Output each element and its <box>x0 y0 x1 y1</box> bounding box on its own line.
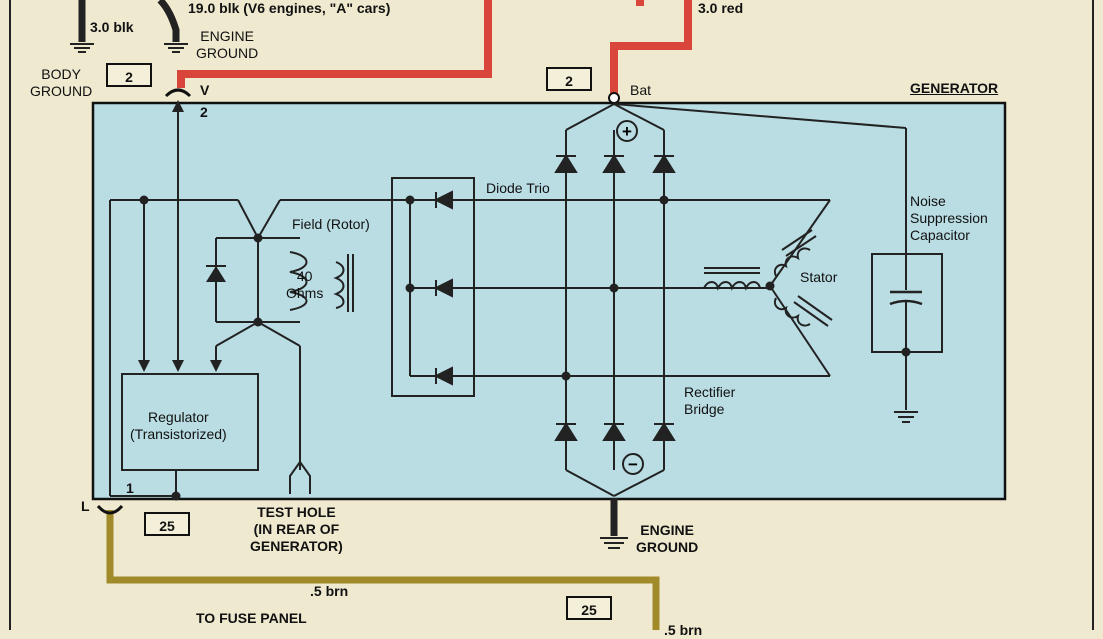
v-terminal-connector <box>164 88 192 98</box>
field-rotor-label: Field (Rotor) <box>292 216 370 232</box>
bat-terminal-connector-number: 2 <box>546 67 592 91</box>
body-ground-symbol <box>70 43 94 53</box>
fuse-panel-connector-number: 25 <box>566 596 612 620</box>
plus-sign: + <box>622 122 632 141</box>
battery-wire-label: 3.0 red <box>698 0 744 16</box>
capacitor-symbol <box>889 290 923 306</box>
rectifier-bridge-label: Rectifier Bridge <box>684 384 736 417</box>
stator-windings <box>703 229 833 327</box>
resistance-label: 40 Ohms <box>286 268 324 301</box>
diode-trio-label: Diode Trio <box>486 180 550 196</box>
test-hole-symbol <box>289 460 311 494</box>
regulator-label: Regulator (Transistorized) <box>130 409 227 442</box>
capacitor-ground-symbol <box>894 411 918 423</box>
engine-ground-symbol-top <box>164 43 188 53</box>
generator-title: GENERATOR <box>910 80 999 96</box>
regulator-box <box>121 373 259 471</box>
bat-terminal <box>608 92 620 104</box>
body-ground-label: BODY GROUND <box>30 66 93 99</box>
l-terminal-connector <box>96 504 124 515</box>
l-terminal-connector-number: 25 <box>144 512 190 536</box>
regulator-input-arrows <box>138 360 222 372</box>
rotor-diode <box>206 265 226 282</box>
v-terminal-wire-red <box>177 0 492 88</box>
v-terminal-connector-number: 2 <box>106 63 152 87</box>
engine-ground-bottom-label: ENGINE GROUND <box>636 522 699 555</box>
v6-wire-label: 19.0 blk (V6 engines, "A" cars) <box>188 0 391 16</box>
field-coil <box>289 251 308 311</box>
l-terminal-wire-brown <box>106 510 660 630</box>
v-terminal-label: V <box>200 82 210 98</box>
minus-sign: − <box>628 455 638 474</box>
battery-wire-red <box>610 0 692 96</box>
negative-terminal-symbol <box>622 453 644 475</box>
field-core-coil <box>333 261 345 309</box>
l-terminal-pin: 1 <box>126 480 134 496</box>
fuse-panel-label: TO FUSE PANEL <box>196 610 307 626</box>
rectifier-diodes-upper <box>554 154 676 173</box>
generator-housing <box>91 101 1007 501</box>
capacitor-label: Noise Suppression Capacitor <box>910 193 988 243</box>
test-hole-label: TEST HOLE (IN REAR OF GENERATOR) <box>250 504 343 554</box>
engine-ground-top-label: ENGINE GROUND <box>196 28 259 61</box>
junction-dots <box>139 195 911 501</box>
stator-label: Stator <box>800 269 838 285</box>
brown-wire-label: .5 brn <box>310 583 349 599</box>
v-terminal-pin: 2 <box>200 104 208 120</box>
brown-wire-label-2: .5 brn <box>664 622 703 638</box>
rectifier-diodes-lower <box>554 422 676 441</box>
l-terminal-label: L <box>81 498 90 514</box>
bat-terminal-label: Bat <box>630 82 652 98</box>
engine-ground-symbol-bottom <box>600 537 628 549</box>
diode-trio-diodes <box>433 190 453 386</box>
v-terminal-arrow <box>172 100 184 112</box>
ground-wire-label: 3.0 blk <box>90 19 134 35</box>
positive-terminal-symbol <box>616 120 638 142</box>
engine-ground-wire <box>157 0 180 42</box>
